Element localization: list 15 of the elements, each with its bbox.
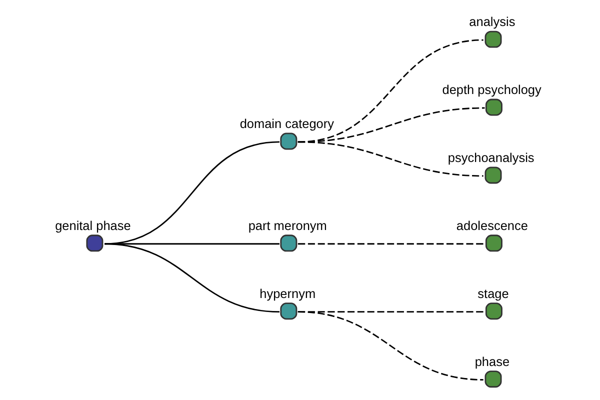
- connector: [298, 107, 485, 143]
- node-label: analysis: [469, 14, 516, 30]
- node-label: adolescence: [456, 218, 528, 234]
- node-label: genital phase: [55, 218, 131, 234]
- node-label: psychoanalysis: [448, 150, 534, 166]
- node-label: depth psychology: [442, 82, 542, 98]
- node-label: stage: [478, 286, 509, 301]
- connector: [298, 141, 484, 177]
- node-label: part meronym: [248, 218, 327, 234]
- node-label: domain category: [240, 116, 334, 132]
- node-label: hypernym: [260, 286, 316, 301]
- connector: [298, 311, 484, 380]
- node-label: phase: [474, 354, 510, 369]
- connector: [104, 243, 280, 313]
- connector: [298, 243, 485, 245]
